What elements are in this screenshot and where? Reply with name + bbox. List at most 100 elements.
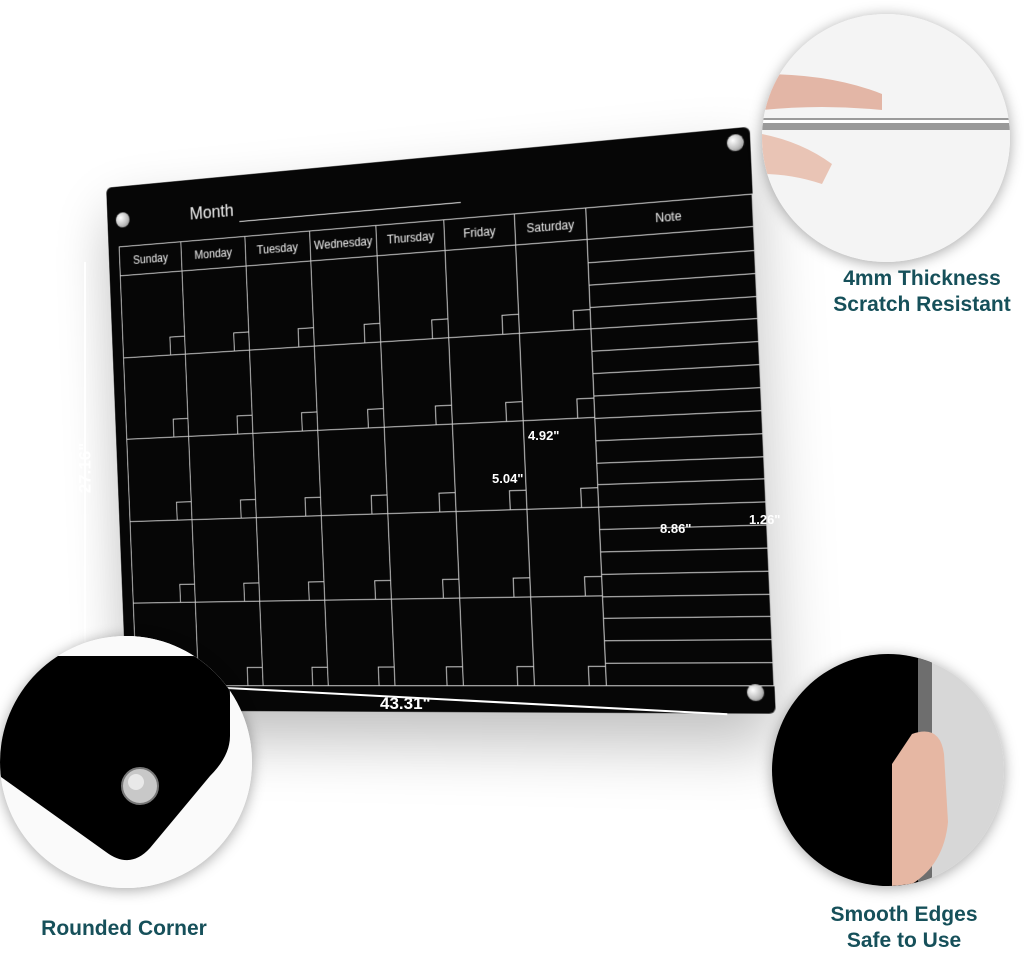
day-cell (445, 245, 519, 337)
date-box (246, 667, 262, 685)
day-cell (325, 599, 395, 685)
day-cell (259, 601, 328, 686)
day-cell (124, 354, 189, 440)
day-cell (460, 597, 534, 685)
note-line (588, 250, 754, 263)
date-box (170, 335, 185, 354)
date-box (439, 492, 456, 511)
day-cell (384, 424, 456, 513)
cell-width-dimension: 4.92" (528, 428, 559, 443)
note-spacing-dimension: 1.26" (749, 512, 780, 527)
day-cell (388, 511, 460, 599)
note-line (604, 616, 771, 619)
smooth-edges-inset (772, 654, 1004, 886)
note-lines (588, 227, 774, 685)
day-cell (314, 342, 384, 431)
date-box (236, 415, 252, 434)
rounded-corner-photo (0, 636, 252, 888)
smooth-edges-text: Smooth Edges (800, 902, 1008, 928)
day-cell (456, 509, 530, 598)
date-box (304, 497, 320, 516)
date-box (501, 313, 518, 333)
note-line (599, 502, 765, 508)
date-box (509, 489, 526, 509)
day-cell (381, 337, 453, 427)
day-cell (182, 266, 249, 354)
height-dimension: 27.16" (75, 443, 95, 494)
date-box (446, 666, 463, 685)
thickness-text: 4mm Thickness (820, 266, 1024, 292)
thickness-inset (762, 14, 1010, 262)
day-cell (186, 350, 253, 437)
top-left-bolt (116, 212, 130, 228)
note-line (605, 639, 772, 641)
day-cell (130, 519, 196, 603)
day-cell (453, 421, 527, 511)
smooth-edges-caption: Smooth Edges Safe to Use (800, 902, 1008, 955)
day-cell (318, 427, 388, 515)
thickness-photo (762, 14, 1010, 262)
date-box (180, 584, 195, 602)
note-line (602, 570, 768, 574)
date-box (311, 667, 327, 685)
date-box (378, 667, 395, 686)
note-line (598, 479, 764, 486)
date-box (371, 494, 388, 513)
calendar-grid: SundayMondayTuesdayWednesdayThursdayFrid… (119, 194, 775, 687)
date-box (435, 405, 452, 425)
date-box (516, 666, 534, 685)
note-line (596, 433, 762, 441)
rounded-corner-caption: Rounded Corner (14, 916, 234, 942)
day-cell (249, 346, 318, 434)
date-box (576, 398, 594, 418)
date-box (233, 331, 249, 350)
date-box (432, 318, 449, 338)
note-line (593, 364, 759, 374)
date-box (176, 501, 191, 519)
note-area (587, 226, 774, 685)
smooth-edges-photo (772, 654, 1004, 886)
date-box (308, 582, 324, 601)
note-line (590, 296, 756, 308)
date-box (364, 322, 381, 342)
rounded-corner-inset (0, 636, 252, 888)
date-box (301, 412, 317, 431)
day-cell (527, 507, 603, 597)
acrylic-calendar-board: Month SundayMondayTuesdayWednesdayThursd… (106, 127, 776, 714)
day-cell (449, 333, 523, 424)
note-line (594, 387, 760, 396)
note-line (597, 456, 763, 463)
note-width-dimension: 8.86" (660, 521, 691, 536)
day-cell (321, 513, 391, 600)
date-box (580, 487, 598, 507)
date-box (442, 579, 459, 598)
day-cell (256, 515, 325, 601)
day-cell (530, 596, 606, 686)
day-cell (311, 256, 381, 346)
note-line (606, 662, 773, 664)
date-box (374, 580, 391, 599)
bottom-right-bolt (747, 684, 765, 701)
note-line (601, 547, 767, 552)
month-label: Month (189, 201, 234, 225)
day-cell (246, 261, 314, 350)
day-cell (189, 434, 256, 520)
date-box (243, 583, 259, 601)
date-box (512, 578, 529, 597)
note-line (603, 593, 769, 597)
safe-text: Safe to Use (800, 928, 1008, 954)
note-line (591, 318, 757, 329)
day-cell (515, 239, 591, 332)
day-cell (252, 431, 321, 518)
day-cell (120, 271, 185, 358)
cell-height-dimension: 5.04" (492, 471, 523, 486)
note-line (595, 410, 761, 419)
day-cell (192, 517, 259, 602)
note-line (589, 273, 755, 286)
day-cell (519, 328, 595, 420)
day-cell (127, 437, 192, 522)
date-box (588, 666, 606, 685)
day-cell (377, 250, 449, 341)
thickness-caption: 4mm Thickness Scratch Resistant (820, 266, 1024, 319)
date-box (297, 327, 313, 346)
